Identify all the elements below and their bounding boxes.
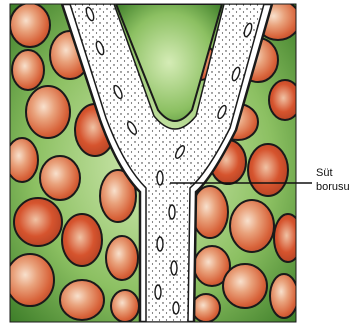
- cell: [192, 294, 220, 322]
- cell: [248, 144, 288, 196]
- cell: [62, 214, 102, 266]
- cell: [111, 290, 139, 322]
- cell: [12, 50, 44, 90]
- cell: [40, 156, 80, 200]
- cell: [10, 3, 50, 47]
- tube-label-line2: borusu: [316, 181, 350, 193]
- cell: [270, 274, 298, 318]
- cell: [26, 86, 70, 138]
- cell: [106, 236, 138, 280]
- cell: [274, 214, 302, 262]
- cell: [223, 264, 267, 308]
- cell: [6, 254, 54, 306]
- tube-label-line1: Süt: [316, 167, 333, 179]
- cell: [230, 200, 274, 252]
- cell: [14, 198, 62, 246]
- cell: [6, 138, 38, 182]
- cell: [60, 280, 104, 320]
- cell: [192, 186, 228, 238]
